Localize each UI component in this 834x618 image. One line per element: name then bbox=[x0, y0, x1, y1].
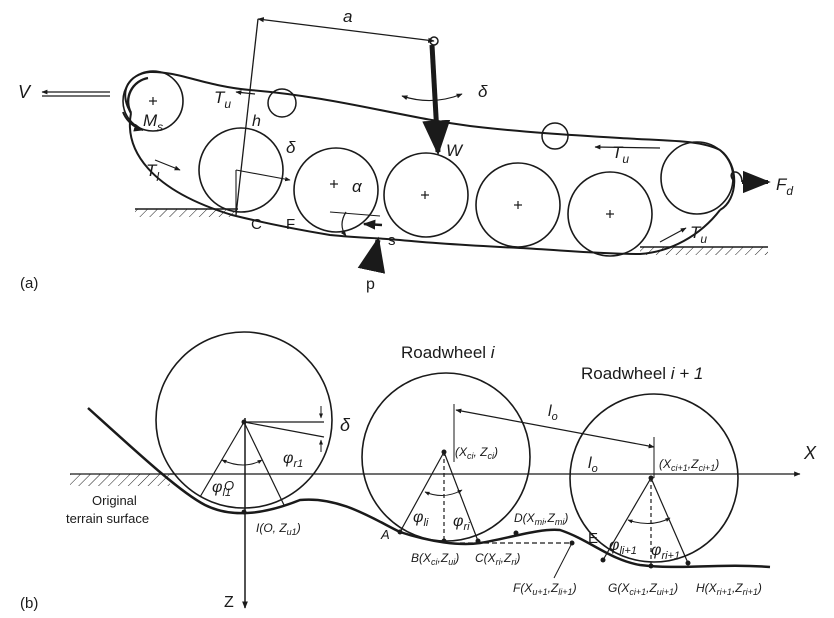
label-lo-mid: lo bbox=[588, 455, 598, 475]
label-delta-left: δ bbox=[286, 138, 296, 157]
label-phi-ri: φri bbox=[453, 513, 470, 533]
roadwheel-a-1 bbox=[198, 127, 284, 213]
idler-wheel bbox=[660, 141, 734, 215]
contact-points bbox=[241, 419, 691, 569]
label-delta-right: δ bbox=[478, 82, 488, 101]
label-c-point: C(Xri,Zri) bbox=[475, 551, 520, 567]
velocity-arrow bbox=[41, 89, 110, 97]
label-d-point: D(Xmi,Zmi) bbox=[514, 511, 568, 527]
wheeli-geometry bbox=[399, 451, 479, 542]
wheeli1-geometry bbox=[602, 477, 689, 566]
label-w: W bbox=[446, 141, 464, 160]
label-point-i: I(O, Zu1) bbox=[256, 521, 301, 537]
label-fd: Fd bbox=[776, 175, 793, 198]
sprocket-wheel bbox=[122, 70, 184, 132]
tension-arrow-lower-right bbox=[659, 227, 687, 243]
label-h: h bbox=[252, 113, 261, 130]
tension-arrow-upper-right bbox=[594, 144, 661, 150]
support-roller-1 bbox=[267, 88, 297, 118]
label-z-axis: Z bbox=[224, 594, 234, 611]
label-g-point: G(Xci+1,Zui+1) bbox=[608, 581, 678, 597]
label-h-point: H(Xri+1,Zri+1) bbox=[696, 581, 762, 597]
pitch-arc bbox=[401, 93, 463, 102]
label-alpha: α bbox=[352, 177, 363, 196]
alpha-arc bbox=[340, 211, 347, 237]
label-tu-right: Tu bbox=[612, 143, 629, 166]
panel-a-label: (a) bbox=[20, 275, 38, 292]
label-tu-bottom: Tu bbox=[690, 223, 707, 246]
label-origin: O bbox=[224, 478, 234, 493]
roadwheel-a-4 bbox=[475, 162, 561, 248]
dimension-a bbox=[235, 17, 439, 216]
label-roadwheel-i1: Roadwheel i + 1 bbox=[581, 364, 703, 383]
tension-arrow-upper-left bbox=[235, 90, 256, 95]
height-line bbox=[235, 169, 291, 182]
label-f-point: F(Xu+1,Zli+1) bbox=[513, 581, 577, 597]
shear-line bbox=[329, 211, 381, 217]
label-a-point: A bbox=[380, 527, 390, 542]
label-e-point: E bbox=[588, 530, 598, 547]
roadwheel-b-i1 bbox=[569, 393, 739, 563]
roadwheel-a-2 bbox=[293, 147, 379, 233]
shear-arrow bbox=[362, 219, 383, 230]
ground-left bbox=[135, 208, 238, 217]
roadwheel-b-1 bbox=[155, 331, 333, 509]
label-ms: Ms bbox=[143, 111, 163, 134]
track-belt bbox=[124, 70, 736, 256]
label-phi-li1: φli+1 bbox=[609, 537, 637, 557]
pressure-arrow bbox=[357, 236, 386, 274]
weight-arrow bbox=[422, 44, 451, 156]
label-phi-l1: φl1 bbox=[212, 479, 231, 499]
label-f: F bbox=[286, 216, 295, 233]
original-terrain bbox=[70, 473, 175, 486]
ground-right bbox=[640, 246, 768, 255]
label-center-i: (Xci, Zci) bbox=[455, 445, 498, 461]
label-lo-top: lo bbox=[548, 403, 558, 423]
label-c: C bbox=[251, 216, 262, 233]
label-original-1: Original bbox=[92, 493, 137, 508]
label-s: s bbox=[388, 232, 396, 249]
panel-a: (a) a V Tu Ms Tl h δ δ W Tu Fd α C F s p… bbox=[18, 7, 793, 293]
roadwheel-a-5 bbox=[567, 171, 653, 257]
label-tl: Tl bbox=[146, 161, 159, 184]
drawbar-force bbox=[730, 170, 771, 194]
spacing-dimension bbox=[453, 404, 655, 478]
label-center-i1: (Xci+1,Zci+1) bbox=[659, 457, 719, 473]
label-original-2: terrain surface bbox=[66, 511, 149, 526]
tension-arrow-lower-left bbox=[154, 159, 181, 171]
label-tu-left: Tu bbox=[214, 88, 231, 111]
panel-b: (b) Roadwheel i Roadwheel i + 1 δ lo lo … bbox=[20, 331, 817, 612]
label-phi-ri1: φri+1 bbox=[651, 542, 680, 562]
centre-marks bbox=[149, 97, 614, 218]
wheel1-geometry bbox=[199, 406, 325, 506]
label-delta-b: δ bbox=[340, 415, 351, 435]
label-b-point: B(Xci,Zui) bbox=[411, 551, 459, 567]
panel-b-label: (b) bbox=[20, 595, 38, 612]
label-phi-li: φli bbox=[413, 509, 429, 529]
support-roller-2 bbox=[541, 122, 569, 150]
label-phi-r1: φr1 bbox=[283, 450, 303, 470]
deformed-track bbox=[87, 407, 771, 569]
label-v: V bbox=[18, 82, 32, 102]
leader-f bbox=[553, 542, 573, 579]
label-p: p bbox=[366, 276, 375, 293]
label-a: a bbox=[343, 7, 352, 26]
label-roadwheel-i: Roadwheel i bbox=[401, 343, 496, 362]
moment-arc bbox=[122, 111, 144, 132]
label-x-axis: X bbox=[803, 443, 817, 463]
